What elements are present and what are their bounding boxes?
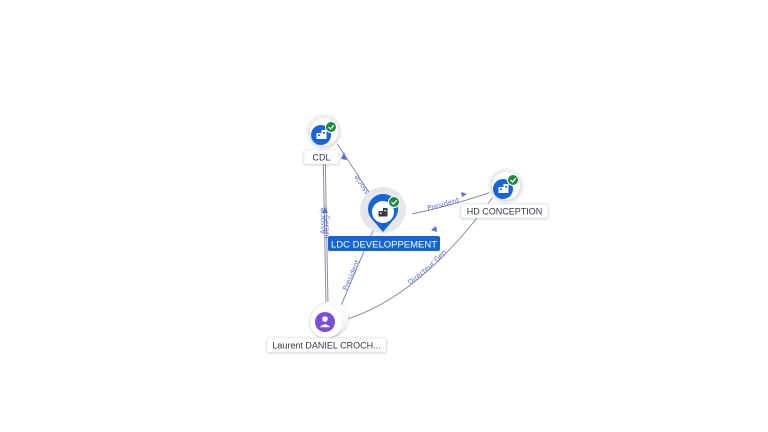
check-badge-icon xyxy=(325,121,337,133)
person-icon xyxy=(319,316,331,328)
building-icon xyxy=(378,208,388,217)
node-laurent[interactable]: Laurent DANIEL CROCH... xyxy=(266,301,387,353)
check-badge-icon xyxy=(388,196,400,208)
edge-arrows xyxy=(322,152,467,232)
building-icon xyxy=(498,184,509,193)
building-icon xyxy=(316,130,327,139)
node-label-bg xyxy=(460,203,549,219)
node-label-bg xyxy=(266,337,387,353)
person-node-icon xyxy=(315,312,335,332)
edge-label-president-2: President xyxy=(342,258,362,291)
arrow-icon xyxy=(461,192,467,197)
check-mark-icon xyxy=(391,199,398,205)
arrow-icon xyxy=(322,207,328,213)
node-hd-conception[interactable]: HD CONCEPTION xyxy=(460,168,549,219)
node-label-laurent: Laurent DANIEL CROCH... xyxy=(272,341,380,351)
node-ldc-developpement[interactable]: LDC DEVELOPPEMENT xyxy=(328,187,440,251)
node-label-ldc-developpement: LDC DEVELOPPEMENT xyxy=(331,239,437,250)
edge-label-gerant: Gerant xyxy=(322,215,330,240)
node-label-hd-conception: HD CONCEPTION xyxy=(467,207,543,217)
node-label-bg xyxy=(303,149,340,165)
edge-associe-cdl-laurent xyxy=(324,144,329,305)
edge-label-directeur: Directeur Gen xyxy=(407,248,449,286)
edge-label-associe-2: Associe xyxy=(319,207,328,234)
check-mark-icon xyxy=(328,124,335,130)
focus-label-bg xyxy=(328,236,440,251)
check-badge-icon xyxy=(507,174,519,186)
edge-label-president-1: President xyxy=(426,196,460,212)
node-cdl[interactable]: CDL xyxy=(303,114,342,165)
arrow-icon xyxy=(341,152,347,160)
graph-edges xyxy=(322,141,501,322)
node-label-cdl: CDL xyxy=(312,153,330,163)
arrow-icon xyxy=(431,226,437,232)
check-mark-icon xyxy=(510,177,517,183)
